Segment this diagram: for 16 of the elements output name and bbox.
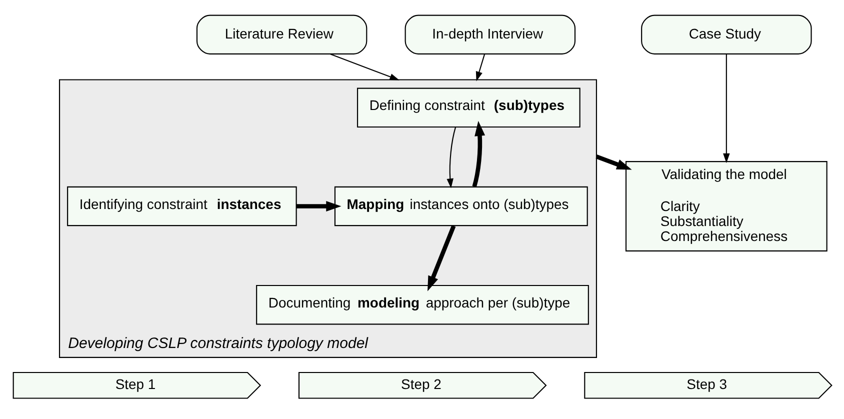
node-box: Case Study (640, 14, 812, 54)
node-box: Identifying constraint instances (66, 186, 296, 226)
node-box: In-depth Interview (404, 14, 576, 54)
arrow (427, 224, 456, 291)
node-box: Defining constraint (sub)types (356, 87, 580, 128)
arrow (296, 200, 341, 212)
arrow (446, 126, 456, 188)
node-box: Validating the model Clarity Substantiality Comprehensiveness (624, 160, 827, 251)
arrow (722, 54, 730, 163)
arrow (595, 154, 632, 170)
arrow (330, 53, 399, 80)
node-box: Documenting modeling approach per (sub)type (256, 284, 588, 324)
arrow (475, 54, 485, 81)
node-box: Literature Review (196, 14, 367, 54)
arrow (472, 120, 485, 187)
node-box: Mapping instances onto (sub)types (334, 186, 588, 226)
